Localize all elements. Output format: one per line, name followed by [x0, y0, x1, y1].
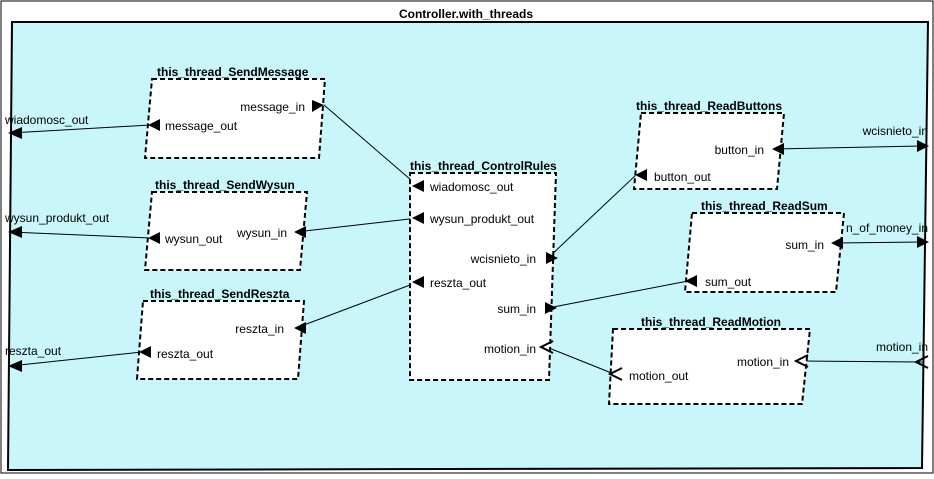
port-marker-rm-motion-in	[793, 354, 809, 368]
port-marker-button-out	[635, 169, 647, 181]
port-marker-wysun-produkt-out	[412, 212, 424, 224]
thread-boxes	[135, 78, 846, 405]
port-marker-sum-out	[685, 275, 697, 287]
link-motion-out-motion-in	[543, 345, 615, 375]
port-label-cr-motion-in: motion_in	[484, 342, 536, 356]
port-label-sum-out: sum_out	[705, 275, 752, 289]
thread-box-send-message	[143, 78, 327, 159]
port-marker-motion-out	[607, 367, 623, 381]
port-marker-wysun-out	[148, 232, 160, 244]
port-marker-reszta-in	[294, 322, 306, 334]
port-label-wysun-in: wysun_in	[236, 226, 287, 240]
thread-box-read-motion	[607, 328, 812, 405]
thread-title-read-buttons: this_thread_ReadButtons	[636, 99, 782, 113]
link-button-wcisnieto	[547, 174, 637, 259]
connections	[9, 104, 923, 375]
port-label-motion-out: motion_out	[629, 369, 689, 383]
external-label-wysun-produkt-out: wysun_produkt_out	[4, 211, 110, 225]
thread-title-read-motion: this_thread_ReadMotion	[641, 315, 781, 329]
port-label-wysun-out: wysun_out	[164, 232, 223, 246]
thread-box-send-wysun	[143, 191, 309, 271]
port-label-wcisnieto-in: wcisnieto_in	[470, 252, 536, 266]
external-label-reszta-out: reszta_out	[5, 344, 62, 358]
link-external-wcisnieto	[773, 145, 923, 150]
thread-title-control-rules: this_thread_ControlRules	[410, 159, 557, 173]
thread-box-read-sum	[683, 212, 846, 293]
link-sum-out-sum-in	[547, 280, 689, 309]
port-label-reszta-in: reszta_in	[235, 322, 284, 336]
link-wiadomosc-message	[323, 104, 419, 187]
port-marker-ext-wysun-produkt-out	[8, 226, 22, 238]
port-label-cr-sum-in: sum_in	[497, 302, 536, 316]
port-label-rs-sum-in: sum_in	[785, 238, 824, 252]
port-marker-message-out	[148, 119, 160, 131]
port-label-button-out: button_out	[654, 170, 711, 184]
port-marker-button-in	[772, 143, 784, 155]
port-marker-ext-reszta-out	[8, 360, 22, 372]
link-external-money	[833, 241, 923, 244]
link-external-motion	[799, 360, 923, 363]
port-label-wysun-produkt-out: wysun_produkt_out	[429, 212, 535, 226]
thread-title-send-message: this_thread_SendMessage	[157, 65, 309, 79]
port-label-button-in: button_in	[715, 143, 764, 157]
thread-title-send-wysun: this_thread_SendWysun	[155, 178, 295, 192]
port-marker-rs-sum-in	[831, 237, 843, 249]
port-marker-cr-reszta-out	[412, 276, 424, 288]
port-marker-cr-sum-in	[545, 302, 557, 314]
link-message-out-external	[9, 124, 151, 134]
external-label-motion-in: motion_in	[876, 340, 928, 354]
link-wysun-out-external	[9, 231, 151, 239]
port-marker-cr-motion-in	[538, 340, 554, 354]
port-marker-reszta-out	[139, 346, 151, 358]
port-marker-wysun-in	[294, 226, 306, 238]
outer-title: Controller.with_threads	[399, 7, 533, 21]
port-label-wiadomosc-out: wiadomosc_out	[429, 180, 514, 194]
port-marker-wcisnieto-in	[546, 252, 558, 264]
thread-box-send-reszta	[135, 300, 306, 380]
port-marker-ext-wcisnieto-in	[917, 140, 929, 152]
port-marker-wiadomosc-out	[412, 180, 424, 192]
port-label-reszta-out: reszta_out	[157, 347, 214, 361]
port-marker-ext-wiadomosc-out	[8, 127, 22, 139]
link-wysun-produkt-wysun	[295, 217, 419, 233]
port-label-message-in: message_in	[240, 100, 305, 114]
thread-title-read-sum: this_thread_ReadSum	[701, 199, 828, 213]
port-label-rm-motion-in: motion_in	[737, 355, 789, 369]
external-label-wiadomosc-out: wiadomosc_out	[4, 113, 89, 127]
external-label-wcisnieto-in: wcisnieto_in	[862, 124, 928, 138]
port-marker-ext-money-in	[917, 236, 929, 248]
thread-box-read-buttons	[632, 112, 786, 190]
port-label-cr-reszta-out: reszta_out	[430, 276, 487, 290]
chevron-markers	[538, 340, 929, 381]
thread-title-send-reszta: this_thread_SendReszta	[150, 287, 290, 301]
port-markers	[8, 100, 929, 372]
thread-box-control-rules	[409, 172, 558, 381]
link-reszta-out-external	[9, 351, 143, 367]
port-label-message-out: message_out	[165, 119, 238, 133]
external-label-money-in: n_of_money_in	[846, 221, 928, 235]
port-marker-message-in	[312, 100, 324, 112]
link-reszta-reszta	[295, 281, 419, 329]
port-marker-ext-motion-in	[913, 355, 929, 369]
